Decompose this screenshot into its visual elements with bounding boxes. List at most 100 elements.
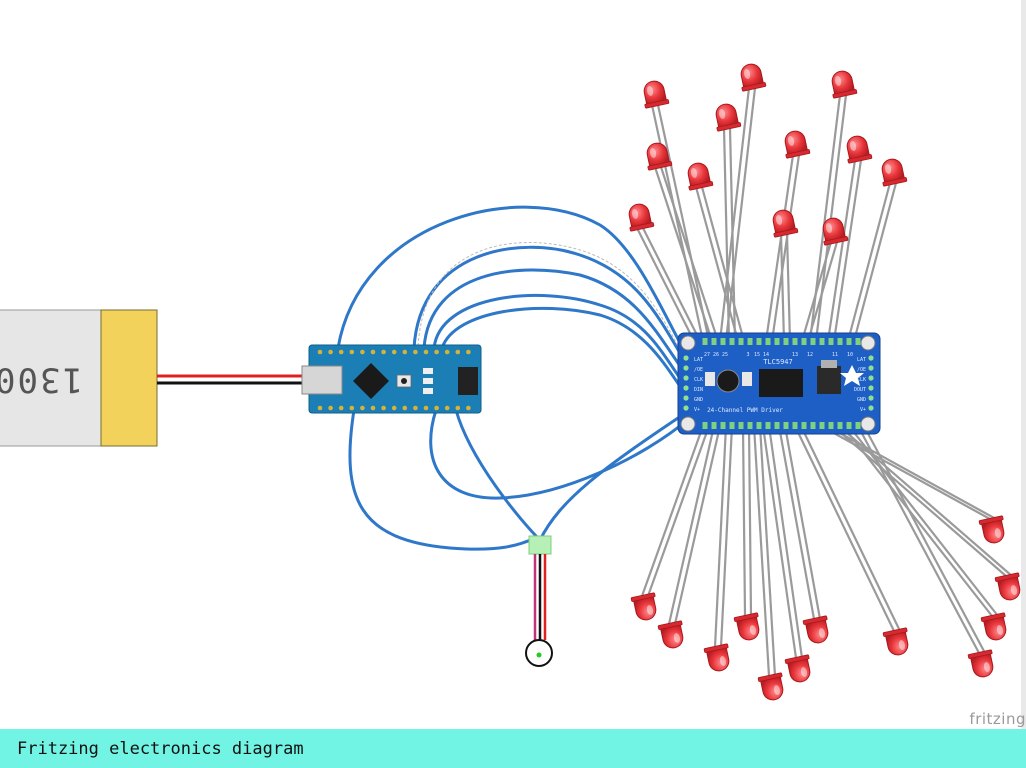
tlc5947-driver[interactable]: TLC5947 24-Channel PWM Driver LAT /OE CL… [677, 332, 881, 435]
driver-pin [756, 338, 762, 345]
driver-pin [868, 395, 874, 401]
led-leads [636, 87, 1013, 677]
wire-4 [432, 293, 692, 394]
red-led [733, 612, 760, 641]
sensor-connector[interactable] [525, 535, 553, 667]
red-led [994, 572, 1021, 601]
nano-pin [444, 349, 450, 355]
red-led [740, 63, 767, 92]
driver-pin [720, 338, 726, 345]
pin-label-lat-out: LAT [857, 357, 866, 363]
pin-label-dout: DOUT [854, 387, 866, 393]
red-led [846, 135, 873, 164]
driver-pin [783, 338, 789, 345]
nano-pin [381, 349, 386, 355]
nano-pin [466, 349, 471, 355]
driver-pin [720, 422, 726, 429]
red-led [802, 615, 829, 644]
nano-pin [413, 349, 418, 355]
driver-pins-right [868, 355, 874, 411]
nano-pin [402, 405, 408, 411]
driver-pins-left [683, 355, 689, 411]
red-led [643, 80, 670, 109]
wire-6 [348, 408, 537, 551]
red-led [772, 209, 799, 238]
nano-pin [328, 349, 333, 355]
pin-label-oe-out: /OE [857, 367, 866, 373]
driver-pin [729, 422, 735, 429]
arduino-nano[interactable] [301, 344, 482, 414]
driver-pin [819, 422, 825, 429]
red-led [715, 103, 742, 132]
wire-2 [412, 245, 692, 372]
pin-num-12: 12 [807, 352, 813, 358]
pin-num-14: 14 [763, 352, 769, 358]
red-led [784, 654, 811, 683]
fritzing-watermark: fritzing [969, 710, 1026, 728]
driver-title: TLC5947 [763, 358, 793, 366]
nano-pin [455, 405, 461, 411]
red-led [967, 649, 994, 678]
driver-pin [801, 422, 807, 429]
pin-num-3: 3 [746, 352, 749, 358]
driver-pin [792, 338, 798, 345]
nano-pin [338, 405, 344, 411]
driver-pin [846, 422, 852, 429]
nano-pin [391, 405, 397, 411]
nano-pin [338, 349, 344, 355]
wire-7 [429, 408, 692, 500]
nano-pin [391, 349, 397, 355]
pin-num-27: 27 [704, 352, 710, 358]
wire-9 [538, 408, 692, 542]
nano-pin [381, 405, 386, 411]
driver-pin [683, 355, 689, 361]
nano-pin [466, 405, 471, 411]
wire-3 [422, 268, 692, 382]
driver-pin [868, 405, 874, 411]
red-led [757, 672, 784, 701]
pin-num-13: 13 [792, 352, 798, 358]
lipo-battery[interactable]: 1300 [0, 309, 158, 447]
driver-pin [868, 355, 874, 361]
jumper-wires [336, 205, 692, 551]
driver-pin [828, 422, 834, 429]
red-led [628, 203, 655, 232]
nano-pin [402, 349, 408, 355]
red-led [703, 643, 730, 672]
nano-pin [434, 349, 439, 355]
driver-pin [683, 395, 689, 401]
driver-pin [837, 338, 843, 345]
driver-pin [868, 385, 874, 391]
driver-pin [810, 422, 816, 429]
pin-num-26: 26 [713, 352, 719, 358]
nano-pin [328, 405, 333, 411]
pin-label-oe: /OE [694, 367, 703, 373]
driver-pin [774, 338, 780, 345]
red-led [831, 70, 858, 99]
caption-text: Fritzing electronics diagram [17, 738, 304, 759]
wire-1 [336, 205, 692, 362]
driver-pin [855, 338, 861, 345]
pin-label-vplus-out: V+ [860, 407, 866, 413]
driver-pin [683, 385, 689, 391]
nano-pin [360, 405, 365, 411]
pin-label-vplus: V+ [694, 407, 700, 413]
driver-pin [792, 422, 798, 429]
nano-pin [444, 405, 450, 411]
driver-pin [837, 422, 843, 429]
red-led [978, 515, 1005, 544]
caption-bar: Fritzing electronics diagram [0, 729, 1026, 768]
battery-label: 1300 [0, 360, 83, 400]
nano-pin [413, 405, 418, 411]
nano-header-top [317, 349, 471, 355]
driver-pins-top [702, 338, 861, 345]
nano-pin [370, 405, 376, 411]
nano-pin [434, 405, 439, 411]
pin-num-15: 15 [754, 352, 760, 358]
driver-pin [729, 338, 735, 345]
pin-label-clk: CLK [694, 377, 703, 383]
driver-pin [868, 375, 874, 381]
driver-pins-bottom [702, 422, 861, 429]
driver-pin [702, 422, 708, 429]
pin-num-10: 10 [847, 352, 853, 358]
